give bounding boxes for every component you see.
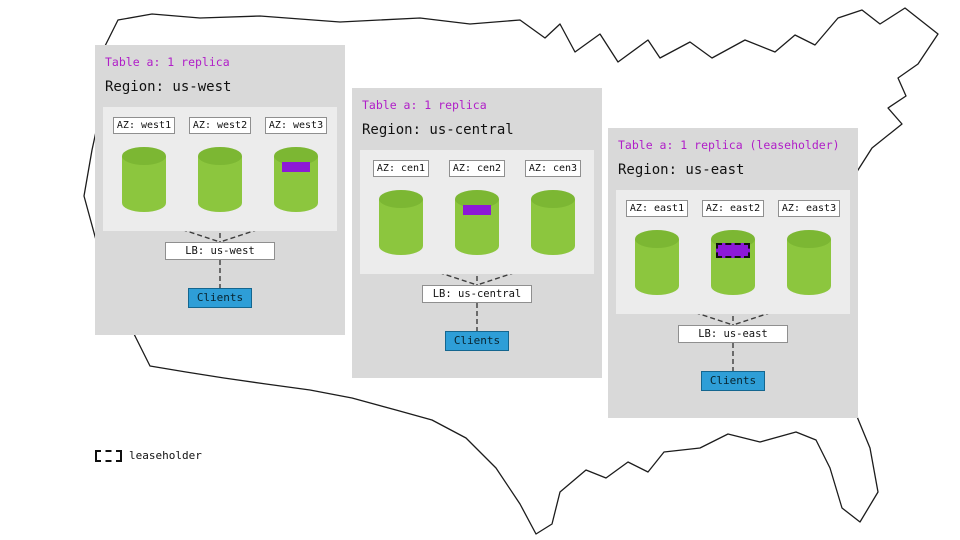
az-row: AZ: west1 AZ: west2 AZ: west3 [103, 107, 337, 231]
region-panel-us-central: Table a: 1 replica Region: us-central AZ… [352, 88, 602, 378]
database-cylinder-icon [455, 190, 499, 255]
replica-cylinder [529, 189, 577, 259]
az-column: AZ: cen3 [518, 160, 588, 274]
database-cylinder-icon [711, 230, 755, 295]
replica-range-marker [463, 205, 491, 215]
az-column: AZ: east2 [698, 200, 768, 314]
az-label: AZ: east2 [701, 200, 765, 217]
region-label: Region: us-west [105, 79, 232, 95]
az-column: AZ: east3 [774, 200, 844, 314]
az-row: AZ: cen1 AZ: cen2 AZ: cen3 [360, 150, 594, 274]
replica-cylinder [377, 189, 425, 259]
legend: leaseholder [95, 449, 202, 462]
replica-cylinder [633, 229, 681, 299]
table-replica-label: Table a: 1 replica [105, 55, 230, 69]
region-panel-us-west: Table a: 1 replica Region: us-west AZ: w… [95, 45, 345, 335]
az-column: AZ: cen1 [366, 160, 436, 274]
az-label: AZ: east3 [777, 200, 841, 217]
replica-cylinder [709, 229, 757, 299]
replica-cylinder [120, 146, 168, 216]
database-cylinder-icon [531, 190, 575, 255]
load-balancer-box: LB: us-west [165, 242, 275, 260]
az-label: AZ: cen3 [524, 160, 582, 177]
database-cylinder-icon [122, 147, 166, 212]
replica-range-marker [282, 162, 310, 172]
az-column: AZ: west1 [109, 117, 179, 231]
database-cylinder-icon [274, 147, 318, 212]
region-label: Region: us-central [362, 122, 514, 138]
az-label: AZ: west1 [112, 117, 176, 134]
database-cylinder-icon [635, 230, 679, 295]
az-label: AZ: cen2 [448, 160, 506, 177]
clients-box: Clients [445, 331, 509, 351]
clients-box: Clients [188, 288, 252, 308]
leaseholder-range-marker [716, 243, 750, 258]
clients-box: Clients [701, 371, 765, 391]
legend-label: leaseholder [129, 449, 202, 462]
replica-cylinder [272, 146, 320, 216]
az-column: AZ: west3 [261, 117, 331, 231]
az-label: AZ: west2 [188, 117, 252, 134]
az-label: AZ: east1 [625, 200, 689, 217]
az-label: AZ: west3 [264, 117, 328, 134]
database-cylinder-icon [198, 147, 242, 212]
load-balancer-box: LB: us-east [678, 325, 788, 343]
az-row: AZ: east1 AZ: east2 AZ: east3 [616, 190, 850, 314]
az-column: AZ: east1 [622, 200, 692, 314]
database-cylinder-icon [379, 190, 423, 255]
az-label: AZ: cen1 [372, 160, 430, 177]
az-column: AZ: west2 [185, 117, 255, 231]
az-column: AZ: cen2 [442, 160, 512, 274]
replica-cylinder [785, 229, 833, 299]
replica-cylinder [453, 189, 501, 259]
region-panel-us-east: Table a: 1 replica (leaseholder) Region:… [608, 128, 858, 418]
database-cylinder-icon [787, 230, 831, 295]
leaseholder-swatch-icon [95, 449, 122, 462]
load-balancer-box: LB: us-central [422, 285, 532, 303]
replica-cylinder [196, 146, 244, 216]
region-label: Region: us-east [618, 162, 745, 178]
table-replica-label: Table a: 1 replica (leaseholder) [618, 138, 840, 152]
table-replica-label: Table a: 1 replica [362, 98, 487, 112]
